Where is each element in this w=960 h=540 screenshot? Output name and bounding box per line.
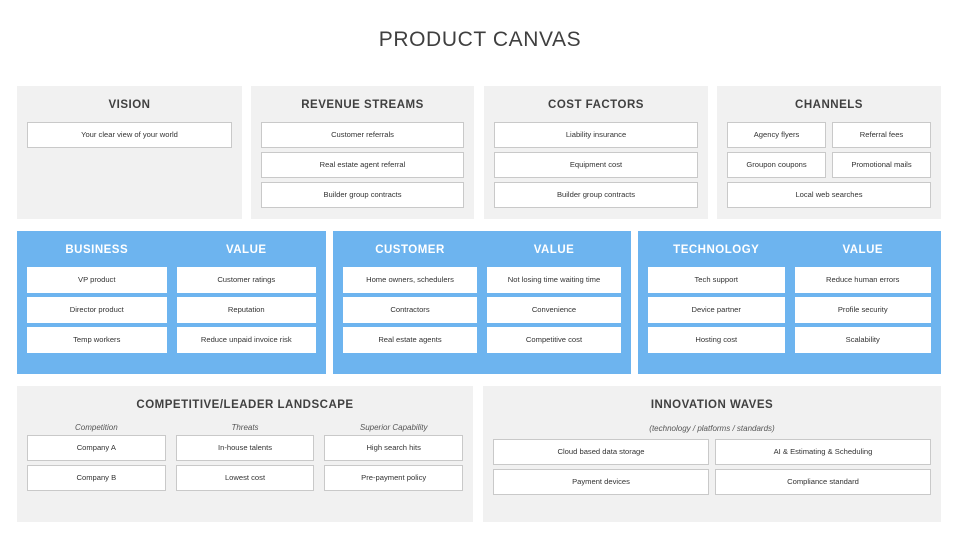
innovation-subtitle: (technology / platforms / standards) <box>649 424 775 433</box>
business-card[interactable]: Temp workers <box>27 327 167 353</box>
revenue-card[interactable]: Customer referrals <box>261 122 464 148</box>
business-value-card[interactable]: Customer ratings <box>176 267 316 293</box>
vision-card-list: Your clear view of your world <box>27 122 232 148</box>
vision-card[interactable]: Your clear view of your world <box>27 122 232 148</box>
customer-card[interactable]: Real estate agents <box>343 327 477 353</box>
landscape-superior-capability-list: High search hits Pre-payment policy <box>324 435 464 491</box>
panel-title-business: BUSINESS <box>65 244 129 256</box>
channels-card[interactable]: Referral fees <box>832 122 931 148</box>
technology-value-card-list: Reduce human errors Profile security Sca… <box>794 267 931 353</box>
panel-title-technology-value: VALUE <box>842 244 884 256</box>
customer-value-card-list: Not losing time waiting time Convenience… <box>487 267 621 353</box>
technology-card[interactable]: Hosting cost <box>648 327 785 353</box>
panel-title-technology: TECHNOLOGY <box>673 244 760 256</box>
panel-title-customer: CUSTOMER <box>375 244 445 256</box>
innovation-card[interactable]: Payment devices <box>493 469 709 495</box>
panel-title-customer-value: VALUE <box>533 244 575 256</box>
channels-card[interactable]: Local web searches <box>727 182 931 208</box>
cost-card[interactable]: Equipment cost <box>494 152 698 178</box>
innovation-row: Payment devices Compliance standard <box>493 469 931 495</box>
technology-card[interactable]: Tech support <box>648 267 785 293</box>
channels-row: Groupon coupons Promotional mails <box>727 152 931 178</box>
customer-value-card[interactable]: Not losing time waiting time <box>487 267 621 293</box>
innovation-card[interactable]: AI & Estimating & Scheduling <box>715 439 931 465</box>
business-value-card[interactable]: Reduce unpaid invoice risk <box>176 327 316 353</box>
panel-title-revenue-streams: REVENUE STREAMS <box>301 99 424 111</box>
channels-card[interactable]: Agency flyers <box>727 122 826 148</box>
panel-innovation-waves: INNOVATION WAVES (technology / platforms… <box>483 386 941 522</box>
panel-competitive-leader-landscape: COMPETITIVE/LEADER LANDSCAPE Competition… <box>17 386 473 522</box>
landscape-column-header-threats: Threats <box>231 423 259 432</box>
panel-cost-factors: COST FACTORS Liability insurance Equipme… <box>484 86 708 219</box>
panel-technology: TECHNOLOGY VALUE Tech support Device par… <box>638 231 941 374</box>
panel-channels: CHANNELS Agency flyers Referral fees Gro… <box>717 86 941 219</box>
landscape-superior-capability-card[interactable]: High search hits <box>324 435 464 461</box>
innovation-card[interactable]: Compliance standard <box>715 469 931 495</box>
channels-card[interactable]: Groupon coupons <box>727 152 826 178</box>
technology-value-card[interactable]: Profile security <box>794 297 931 323</box>
customer-card[interactable]: Contractors <box>343 297 477 323</box>
panel-title-channels: CHANNELS <box>795 99 863 111</box>
revenue-card[interactable]: Builder group contracts <box>261 182 464 208</box>
business-value-card-list: Customer ratings Reputation Reduce unpai… <box>176 267 316 353</box>
channels-card[interactable]: Promotional mails <box>832 152 931 178</box>
technology-card-list: Tech support Device partner Hosting cost <box>648 267 785 353</box>
cost-card-list: Liability insurance Equipment cost Build… <box>494 122 698 208</box>
landscape-column-header-superior-capability: Superior Capability <box>359 423 428 432</box>
cost-card[interactable]: Liability insurance <box>494 122 698 148</box>
channels-card-list: Agency flyers Referral fees Groupon coup… <box>727 122 931 208</box>
landscape-competition-card[interactable]: Company B <box>27 465 166 491</box>
customer-value-card[interactable]: Competitive cost <box>487 327 621 353</box>
landscape-superior-capability-card[interactable]: Pre-payment policy <box>324 465 464 491</box>
technology-value-card[interactable]: Reduce human errors <box>794 267 931 293</box>
panel-customer: CUSTOMER VALUE Home owners, schedulers C… <box>333 231 631 374</box>
innovation-row: Cloud based data storage AI & Estimating… <box>493 439 931 465</box>
landscape-competition-card[interactable]: Company A <box>27 435 166 461</box>
revenue-card[interactable]: Real estate agent referral <box>261 152 464 178</box>
landscape-column-header-competition: Competition <box>74 423 118 432</box>
revenue-card-list: Customer referrals Real estate agent ref… <box>261 122 464 208</box>
business-value-card[interactable]: Reputation <box>176 297 316 323</box>
panel-title-business-value: VALUE <box>225 244 267 256</box>
customer-value-card[interactable]: Convenience <box>487 297 621 323</box>
landscape-threats-card[interactable]: In-house talents <box>175 435 315 461</box>
innovation-card[interactable]: Cloud based data storage <box>493 439 709 465</box>
channels-row: Agency flyers Referral fees <box>727 122 931 148</box>
cost-card[interactable]: Builder group contracts <box>494 182 698 208</box>
panel-title-vision: VISION <box>108 99 151 111</box>
technology-value-card[interactable]: Scalability <box>794 327 931 353</box>
panel-title-cost-factors: COST FACTORS <box>548 99 644 111</box>
landscape-threats-list: In-house talents Lowest cost <box>175 435 315 491</box>
business-card[interactable]: Director product <box>27 297 167 323</box>
panel-vision: VISION Your clear view of your world <box>17 86 242 219</box>
landscape-competition-list: Company A Company B <box>27 435 166 491</box>
page-title: PRODUCT CANVAS <box>378 28 582 51</box>
panel-business: BUSINESS VALUE VP product Director produ… <box>17 231 326 374</box>
panel-revenue-streams: REVENUE STREAMS Customer referrals Real … <box>251 86 474 219</box>
panel-title-innovation-waves: INNOVATION WAVES <box>650 399 774 411</box>
panel-title-landscape: COMPETITIVE/LEADER LANDSCAPE <box>136 399 354 411</box>
customer-card-list: Home owners, schedulers Contractors Real… <box>343 267 477 353</box>
customer-card[interactable]: Home owners, schedulers <box>343 267 477 293</box>
business-card[interactable]: VP product <box>27 267 167 293</box>
landscape-threats-card[interactable]: Lowest cost <box>175 465 315 491</box>
business-card-list: VP product Director product Temp workers <box>27 267 167 353</box>
technology-card[interactable]: Device partner <box>648 297 785 323</box>
